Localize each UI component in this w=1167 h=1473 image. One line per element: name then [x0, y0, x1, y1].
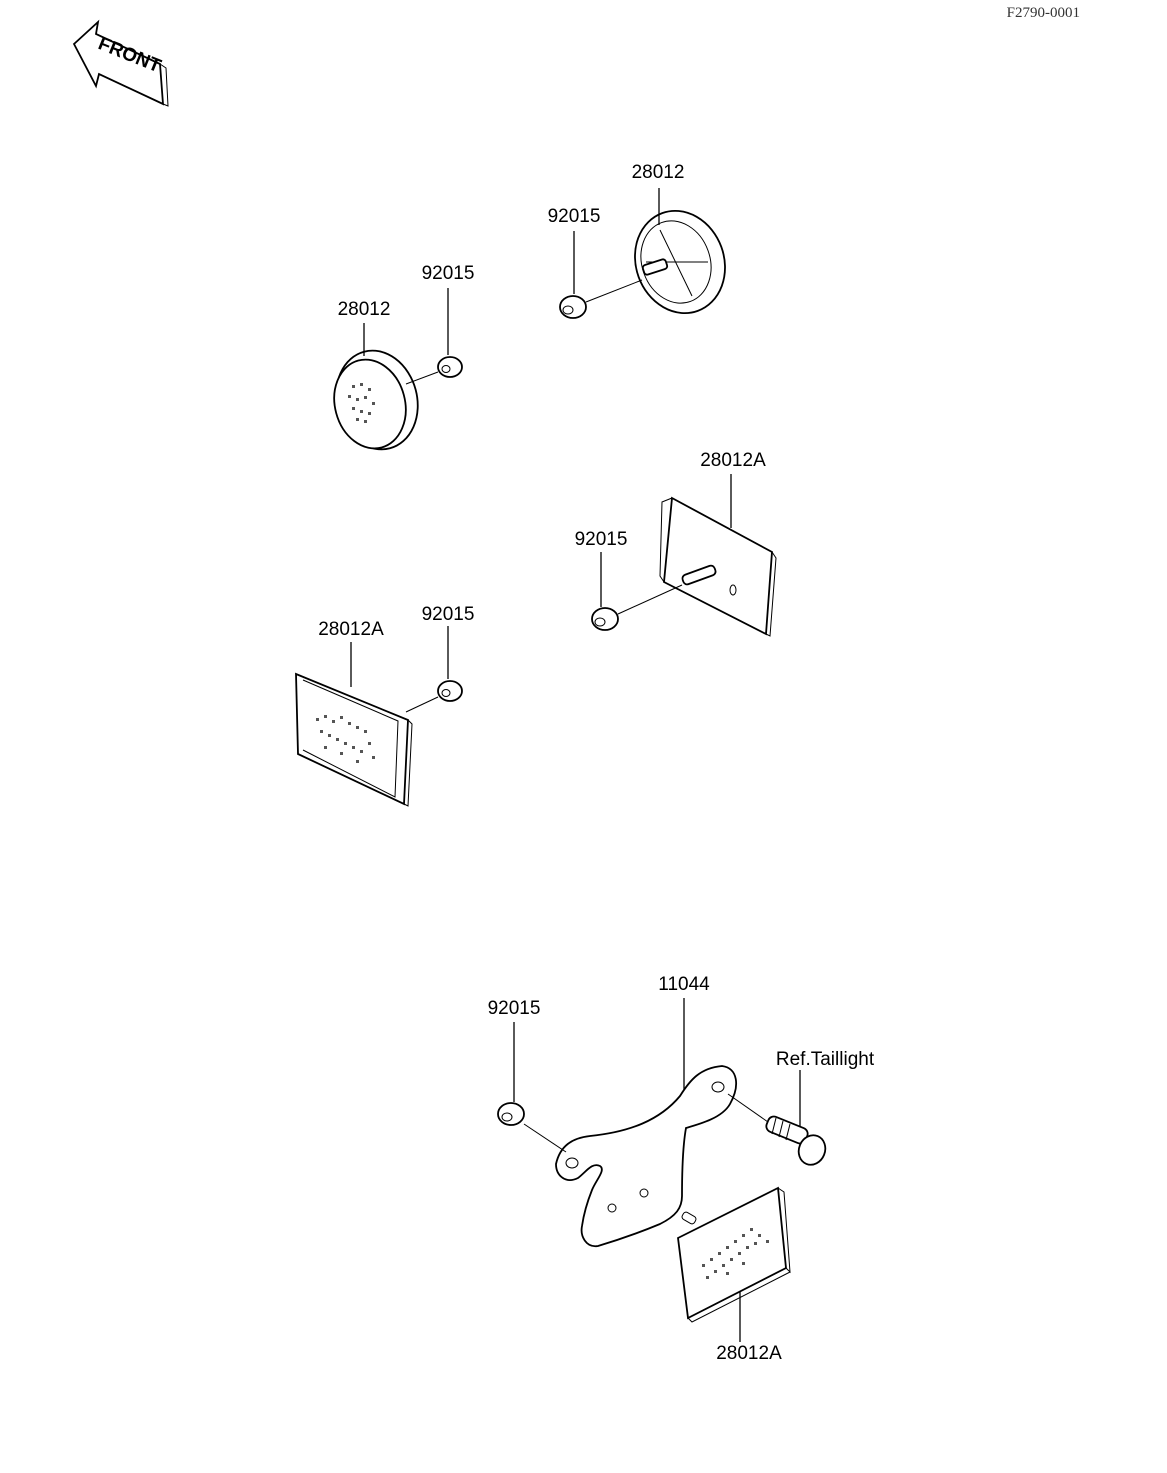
label-28012-rear: 28012 [632, 162, 685, 183]
label-28012A-left: 28012A [318, 619, 384, 640]
label-92015-b: 92015 [548, 206, 601, 227]
bolt-icon [765, 1115, 827, 1166]
front-arrow-icon: FRONT [72, 19, 169, 107]
drawing-code: F2790-0001 [1007, 5, 1080, 21]
nut-icon [559, 295, 587, 319]
label-11044: 11044 [658, 974, 710, 995]
label-28012A-rear: 28012A [700, 450, 766, 471]
label-92015-a: 92015 [422, 263, 475, 284]
nut-icon [497, 1102, 525, 1126]
label-28012A-lower: 28012A [716, 1343, 782, 1364]
label-92015-c: 92015 [575, 529, 628, 550]
label-28012-front: 28012 [338, 299, 391, 320]
bracket [555, 1065, 737, 1248]
nut-icon [437, 680, 463, 702]
rect-reflector-lower [677, 1186, 791, 1323]
round-reflector-rear [634, 209, 726, 315]
label-ref-taillight: Ref.Taillight [776, 1049, 875, 1070]
rect-reflector-left [295, 672, 413, 807]
label-92015-d: 92015 [422, 604, 475, 625]
rect-reflector-rear [659, 496, 777, 637]
nut-icon [591, 607, 619, 631]
nut-icon [437, 356, 463, 378]
label-92015-e: 92015 [488, 998, 541, 1019]
round-reflector-front [333, 349, 419, 451]
